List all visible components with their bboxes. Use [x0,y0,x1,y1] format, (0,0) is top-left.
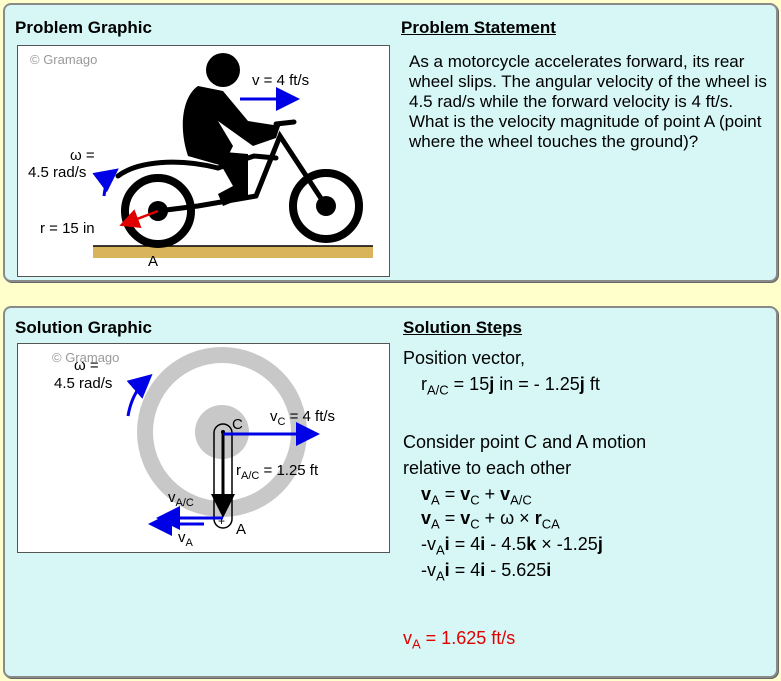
equation-line-3: -vAi = 4i - 4.5k × -1.25j [421,534,603,558]
radius-arrow [119,209,159,228]
front-wheel [289,169,363,243]
point-a-marker: + [218,514,225,528]
step-consider-line2: relative to each other [403,458,572,478]
problem-statement-text: As a motorcycle accelerates forward, its… [409,52,767,151]
omega-label-line1: ω = [74,357,99,374]
radius-label: r = 15 in [40,220,95,237]
solution-panel: Solution Graphic Solution Steps © Gramag… [3,306,778,678]
watermark: © Gramago [30,52,97,67]
velocity-label: v = 4 ft/s [252,72,309,89]
vac-label: vA/C [168,489,194,509]
solution-steps-title: Solution Steps [403,318,522,337]
solution-graphic-title: Solution Graphic [15,318,152,337]
va-label: vA [178,529,194,549]
problem-graphic-title: Problem Graphic [15,18,152,37]
equation-line-2: vA = vC + ω × rCA [421,508,560,532]
step-consider-line1: Consider point C and A motion [403,432,647,452]
omega-label-line2: 4.5 rad/s [28,164,86,181]
solution-graphic: © Gramago ω = 4.5 rad/s + C A vC = 4 ft/… [17,343,390,553]
problem-statement-title: Problem Statement [401,18,556,37]
wheel-kinematics-diagram: © Gramago ω = 4.5 rad/s + C A vC = 4 ft/… [52,347,335,549]
omega-label-line2: 4.5 rad/s [54,375,112,392]
watermark: © Gramago [52,350,119,365]
point-a-label: A [236,521,246,538]
final-answer: vA = 1.625 ft/s [403,628,516,652]
step-position-vector: rA/C = 15j in = - 1.25j ft [421,374,600,398]
position-vector-outline [213,423,233,529]
problem-graphic: © Gramago [17,45,390,277]
omega-arrow [92,168,119,197]
omega-arrow [126,374,153,417]
motorcycle-diagram: © Gramago [28,52,373,270]
rider-silhouette [182,53,280,206]
point-a-label: A [148,253,158,270]
rac-label: rA/C = 1.25 ft [236,462,319,482]
omega-label-line1: ω = [70,147,95,164]
vc-label: vC = 4 ft/s [270,408,335,428]
step-position-heading: Position vector, [403,348,526,368]
point-c-label: C [232,416,243,433]
equation-line-1: vA = vC + vA/C [421,484,532,508]
problem-panel: Problem Graphic Problem Statement © Gram… [3,3,778,282]
equation-line-4: -vAi = 4i - 5.625i [421,560,552,584]
ground [93,246,373,258]
